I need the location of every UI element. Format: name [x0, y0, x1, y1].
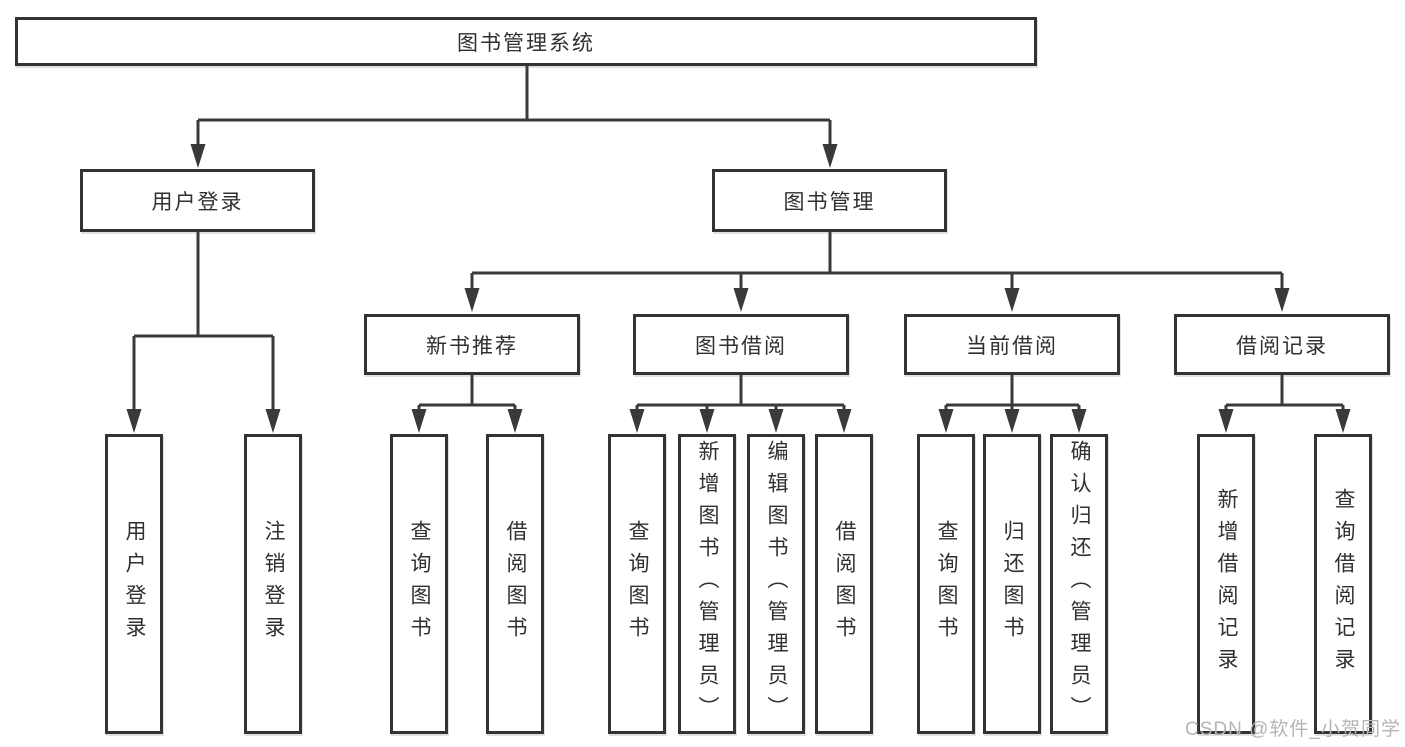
node-label: 当前借阅 — [966, 334, 1058, 358]
node-label: 图书管理 — [783, 190, 876, 214]
node-book-borrowing: 图书借阅 — [633, 314, 849, 375]
node-new-book-recommend: 新书推荐 — [364, 314, 580, 375]
node-label: 新书推荐 — [426, 334, 518, 358]
node-borrow-books-action: 借阅图书 — [815, 434, 873, 734]
node-query-borrow-record: 查询借阅记录 — [1314, 434, 1372, 734]
node-user-login-action: 用户登录 — [105, 434, 163, 734]
node-user-login: 用户登录 — [80, 169, 315, 232]
node-label: 归还图书 — [1001, 520, 1024, 648]
node-label: 用户登录 — [151, 190, 244, 214]
node-label: 注销登录 — [262, 520, 285, 648]
node-label: 图书管理系统 — [457, 31, 595, 55]
node-return-books: 归还图书 — [983, 434, 1041, 734]
node-confirm-return-admin: 确认归还（管理员） — [1050, 434, 1108, 734]
node-query-books-current: 查询图书 — [917, 434, 975, 734]
node-borrowing-records: 借阅记录 — [1174, 314, 1390, 375]
node-label: 用户登录 — [123, 520, 146, 648]
node-label: 新增图书（管理员） — [696, 440, 719, 728]
node-query-books-borrowing: 查询图书 — [608, 434, 666, 734]
csdn-watermark: CSDN @软件_小贺同学 — [1185, 719, 1401, 740]
node-label: 查询借阅记录 — [1332, 488, 1355, 680]
node-label: 查询图书 — [626, 520, 649, 648]
node-add-borrow-record: 新增借阅记录 — [1197, 434, 1255, 734]
node-add-books-admin: 新增图书（管理员） — [678, 434, 736, 734]
node-label: 借阅图书 — [504, 520, 527, 648]
node-label: 借阅图书 — [833, 520, 856, 648]
node-label: 编辑图书（管理员） — [765, 440, 788, 728]
node-borrow-books-recommend: 借阅图书 — [486, 434, 544, 734]
node-library-management-system: 图书管理系统 — [15, 17, 1037, 66]
node-label: 图书借阅 — [695, 334, 787, 358]
node-current-borrowing: 当前借阅 — [904, 314, 1120, 375]
node-label: 查询图书 — [935, 520, 958, 648]
node-edit-books-admin: 编辑图书（管理员） — [747, 434, 805, 734]
node-label: 查询图书 — [408, 520, 431, 648]
node-query-books-recommend: 查询图书 — [390, 434, 448, 734]
node-label: 借阅记录 — [1236, 334, 1328, 358]
node-label: 确认归还（管理员） — [1068, 440, 1091, 728]
node-book-management: 图书管理 — [712, 169, 947, 232]
node-label: 新增借阅记录 — [1215, 488, 1238, 680]
node-logout-action: 注销登录 — [244, 434, 302, 734]
